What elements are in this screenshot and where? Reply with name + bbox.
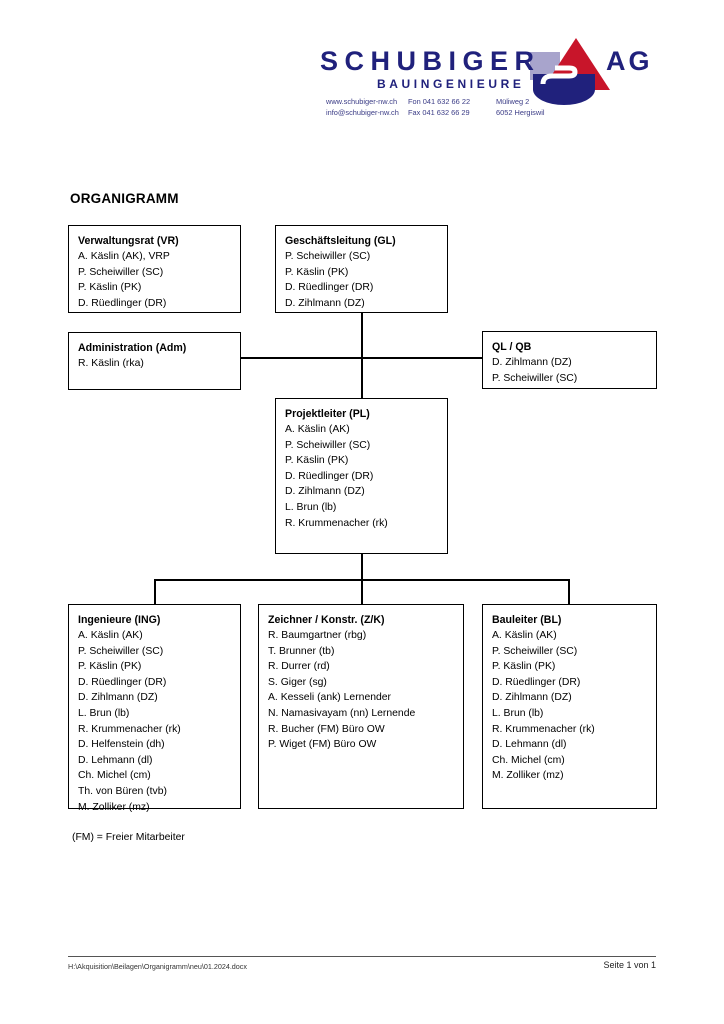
- footer-page-number: Seite 1 von 1: [603, 960, 656, 970]
- node-member: A. Käslin (AK): [78, 630, 143, 641]
- node-member: P. Käslin (PK): [78, 282, 142, 294]
- node-member: D. Helfenstein (dh): [78, 739, 165, 751]
- node-member: Ch. Michel (cm): [492, 754, 565, 766]
- contact-city: 6052 Hergiswil: [496, 108, 545, 117]
- connector-to-bl: [568, 579, 570, 604]
- node-member: P. Scheiwiller (SC): [285, 439, 371, 451]
- node-member: R. Krummenacher (rk): [492, 723, 595, 735]
- node-title: QL / QB: [492, 341, 532, 353]
- node-member: A. Käslin (AK): [492, 630, 557, 641]
- node-member: A. Kesseli (ank) Lernender: [268, 692, 392, 704]
- node-member: D. Zihlmann (DZ): [492, 692, 572, 704]
- node-member: D. Rüedlinger (DR): [492, 676, 581, 688]
- logo-swoosh-icon: [540, 65, 578, 85]
- org-node-zeichner-konstruktion: Zeichner / Konstr. (Z/K) R. Baumgartner …: [258, 604, 464, 809]
- node-member: P. Käslin (PK): [285, 266, 349, 278]
- legend-footnote: (FM) = Freier Mitarbeiter: [72, 832, 185, 843]
- node-member: D. Zihlmann (DZ): [285, 486, 365, 498]
- node-member: R. Käslin (rka): [78, 358, 144, 369]
- node-member: D. Zihlmann (DZ): [492, 357, 572, 368]
- footer-file-path: H:\Akquisition\Beilagen\Organigramm\neu\…: [68, 962, 247, 971]
- node-member: S. Giger (sg): [268, 676, 327, 688]
- node-member: M. Zolliker (mz): [492, 770, 564, 782]
- node-member: R. Durrer (rd): [268, 661, 330, 673]
- logo-contact-info: www.schubiger-nw.ch Fon 041 632 66 22 Müli…: [326, 96, 544, 118]
- page-title: ORGANIGRAMM: [70, 191, 179, 206]
- node-member: P. Scheiwiller (SC): [285, 251, 371, 262]
- node-member: D. Rüedlinger (DR): [78, 297, 167, 309]
- node-member: P. Scheiwiller (SC): [492, 372, 578, 384]
- org-node-administration: Administration (Adm) R. Käslin (rka): [68, 332, 241, 390]
- node-title: Ingenieure (ING): [78, 614, 161, 626]
- node-member: R. Krummenacher (rk): [285, 517, 388, 529]
- connector-to-zk: [361, 579, 363, 604]
- node-member: D. Rüedlinger (DR): [285, 470, 374, 482]
- node-member: P. Käslin (PK): [285, 455, 349, 467]
- org-node-ql-qb: QL / QB D. Zihlmann (DZ) P. Scheiwiller …: [482, 331, 657, 389]
- node-member: A. Käslin (AK): [285, 424, 350, 435]
- connector-to-ing: [154, 579, 156, 604]
- node-member: D. Rüedlinger (DR): [78, 676, 167, 688]
- contact-website: www.schubiger-nw.ch: [326, 97, 398, 106]
- node-member: L. Brun (lb): [78, 707, 130, 719]
- logo-suffix: AG: [606, 46, 653, 76]
- node-member: D. Zihlmann (DZ): [78, 692, 158, 704]
- node-member: D. Rüedlinger (DR): [285, 282, 374, 294]
- node-title: Bauleiter (BL): [492, 614, 562, 626]
- node-member: R. Baumgartner (rbg): [268, 630, 367, 641]
- contact-email: info@schubiger-nw.ch: [326, 108, 399, 117]
- node-title: Geschäftsleitung (GL): [285, 235, 396, 247]
- node-member: P. Wiget (FM) Büro OW: [268, 739, 377, 751]
- node-member: D. Lehmann (dl): [492, 739, 567, 751]
- node-member: M. Zolliker (mz): [78, 801, 150, 813]
- node-member: R. Bucher (FM) Büro OW: [268, 723, 385, 735]
- node-member: Ch. Michel (cm): [78, 770, 151, 782]
- logo-subtitle: BAUINGENIEURE: [377, 77, 525, 91]
- node-title: Administration (Adm): [78, 342, 187, 354]
- node-member: T. Brunner (tb): [268, 645, 335, 657]
- contact-street: Müliweg 2: [496, 97, 530, 106]
- logo-wordmark: SCHUBIGER: [320, 46, 541, 76]
- org-node-verwaltungsrat: Verwaltungsrat (VR) A. Käslin (AK), VRP …: [68, 225, 241, 313]
- org-node-bauleiter: Bauleiter (BL) A. Käslin (AK) P. Scheiwi…: [482, 604, 657, 809]
- node-member: N. Namasivayam (nn) Lernende: [268, 707, 416, 719]
- node-member: D. Lehmann (dl): [78, 754, 153, 766]
- connector-gl-to-pl: [361, 313, 363, 398]
- node-title: Verwaltungsrat (VR): [78, 235, 179, 247]
- connector-pl-down: [361, 554, 363, 580]
- org-node-ingenieure: Ingenieure (ING) A. Käslin (AK) P. Schei…: [68, 604, 241, 813]
- footer-divider: [68, 956, 656, 957]
- contact-phone: Fon 041 632 66 22: [408, 97, 471, 106]
- node-member: L. Brun (lb): [492, 707, 544, 719]
- node-member: P. Käslin (PK): [492, 661, 556, 673]
- node-title: Zeichner / Konstr. (Z/K): [268, 614, 385, 626]
- node-member: D. Zihlmann (DZ): [285, 297, 365, 309]
- connector-adm-to-ql: [241, 357, 482, 359]
- node-member: P. Scheiwiller (SC): [78, 645, 164, 657]
- node-member: A. Käslin (AK), VRP: [78, 251, 170, 262]
- node-member: Th. von Büren (tvb): [78, 785, 167, 797]
- org-node-projektleiter: Projektleiter (PL) A. Käslin (AK) P. Sch…: [275, 398, 448, 554]
- node-member: P. Scheiwiller (SC): [492, 645, 578, 657]
- org-node-geschaeftsleitung: Geschäftsleitung (GL) P. Scheiwiller (SC…: [275, 225, 448, 313]
- contact-fax: Fax 041 632 66 29: [408, 108, 470, 117]
- node-member: R. Krummenacher (rk): [78, 723, 181, 735]
- node-member: L. Brun (lb): [285, 501, 337, 513]
- node-title: Projektleiter (PL): [285, 408, 370, 420]
- company-logo: SCHUBIGER AG BAUINGENIEURE www.schubiger…: [320, 38, 660, 128]
- node-member: P. Scheiwiller (SC): [78, 266, 164, 278]
- node-member: P. Käslin (PK): [78, 661, 142, 673]
